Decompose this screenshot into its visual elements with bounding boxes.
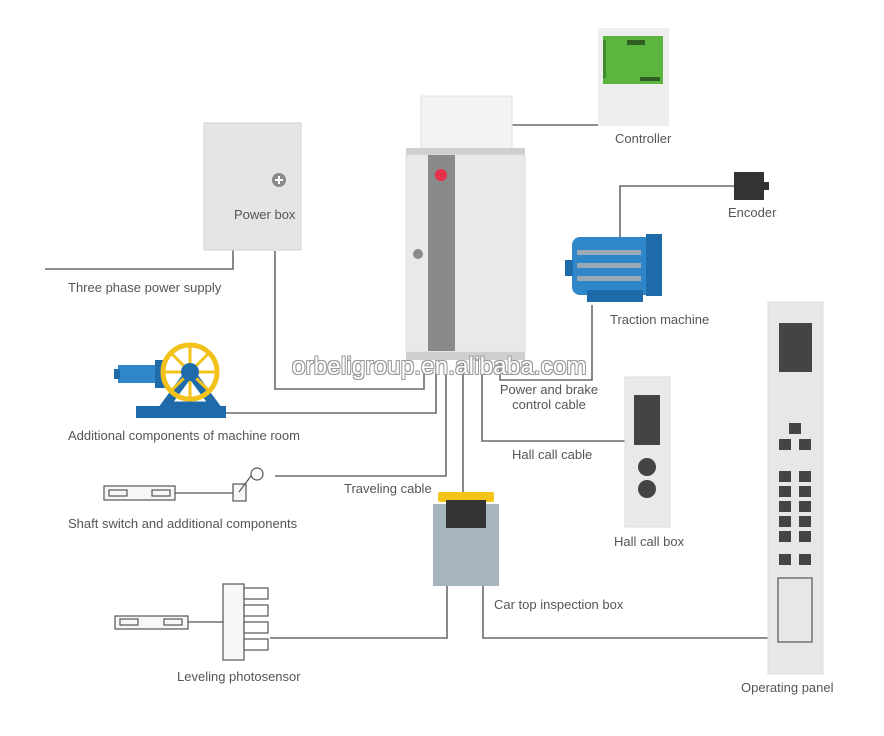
label-power-brake-cable: Power and brake control cable <box>496 382 602 412</box>
label-encoder: Encoder <box>728 205 777 220</box>
encoder-device <box>734 172 769 200</box>
photosensor-cable-line <box>270 586 448 639</box>
label-shaft-switch: Shaft switch and additional components <box>68 516 298 531</box>
operating-panel <box>767 301 824 675</box>
power-box-to-cabinet-line <box>274 251 425 390</box>
label-leveling-photosensor: Leveling photosensor <box>177 669 301 684</box>
label-controller: Controller <box>615 131 672 146</box>
label-hall-call-box: Hall call box <box>614 534 685 549</box>
car-top-inspection-box <box>433 492 499 586</box>
label-power-brake-line1: Power and brake <box>499 382 599 397</box>
label-additional-machine-room: Additional components of machine room <box>68 428 300 443</box>
label-power-box: Power box <box>234 207 296 222</box>
hall-call-box <box>624 376 671 528</box>
operating-panel-cable-line <box>482 586 768 639</box>
machine-room-cable-line <box>226 362 437 414</box>
hall-call-cable-line <box>481 362 626 442</box>
label-car-top-inspection: Car top inspection box <box>494 597 624 612</box>
leveling-photosensor <box>114 583 269 661</box>
traveling-cable-line <box>275 362 447 477</box>
connection-lines <box>45 124 768 639</box>
label-operating-panel: Operating panel <box>741 680 834 695</box>
power-brake-cable-line <box>499 305 593 381</box>
label-hall-call-cable: Hall call cable <box>512 447 593 462</box>
shaft-switch <box>103 467 264 502</box>
label-traveling-cable: Traveling cable <box>344 481 432 496</box>
watermark: orbeligroup.en.alibaba.com <box>292 353 587 380</box>
label-three-phase: Three phase power supply <box>68 280 222 295</box>
controller-board <box>598 28 669 126</box>
label-power-brake-line2: control cable <box>512 397 586 412</box>
traction-machine <box>565 234 662 302</box>
control-cabinet <box>405 95 526 360</box>
three-phase-supply-line <box>45 250 234 270</box>
encoder-cable-line <box>619 185 734 237</box>
power-box <box>203 122 302 251</box>
machine-room-winch <box>114 342 226 418</box>
label-traction-machine: Traction machine <box>610 312 710 327</box>
